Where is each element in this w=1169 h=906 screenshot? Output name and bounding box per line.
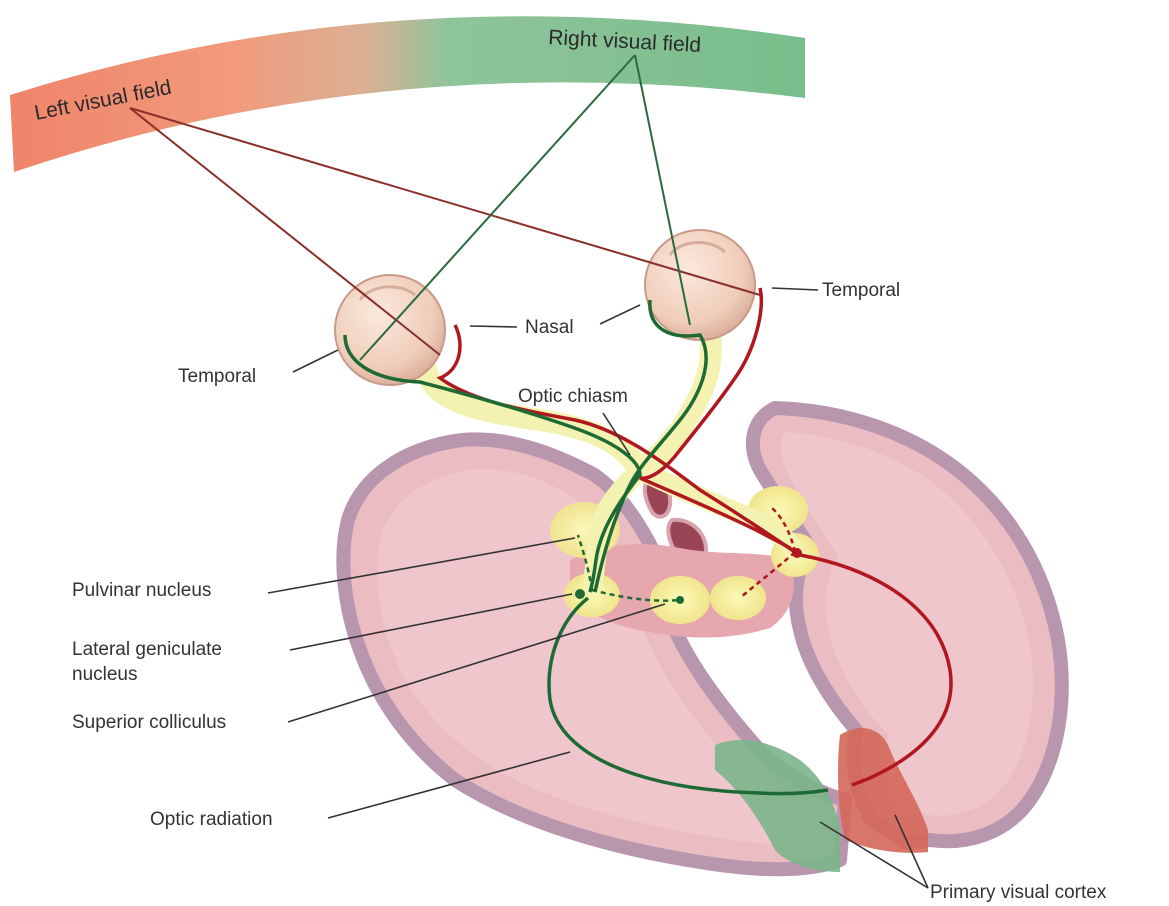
label-primary-visual-cortex: Primary visual cortex	[930, 882, 1107, 903]
right-eye	[645, 230, 755, 340]
sight-line-right-to-lefteye	[360, 55, 635, 360]
leader-temporal-right	[772, 288, 818, 290]
label-optic-radiation: Optic radiation	[150, 809, 273, 830]
label-optic-chiasm: Optic chiasm	[518, 386, 628, 407]
left-eye	[335, 275, 445, 385]
leader-temporal-left	[293, 350, 338, 372]
sight-line-left-to-lefteye	[130, 108, 440, 355]
label-pulvinar-nucleus: Pulvinar nucleus	[72, 580, 211, 601]
label-temporal-right: Temporal	[822, 280, 900, 301]
leader-nasal-right	[600, 305, 640, 324]
leader-nasal-left	[470, 326, 517, 327]
label-lgn-line2: nucleus	[72, 664, 138, 685]
label-nasal: Nasal	[525, 317, 574, 338]
label-lgn-line1: Lateral geniculate	[72, 639, 222, 660]
colliculus-left-synapse	[676, 596, 684, 604]
lgn-left-synapse	[575, 589, 585, 599]
label-superior-colliculus: Superior colliculus	[72, 712, 226, 733]
optic-nerve-right	[640, 335, 711, 470]
label-temporal-left: Temporal	[178, 366, 256, 387]
lgn-right-synapse	[792, 548, 802, 558]
